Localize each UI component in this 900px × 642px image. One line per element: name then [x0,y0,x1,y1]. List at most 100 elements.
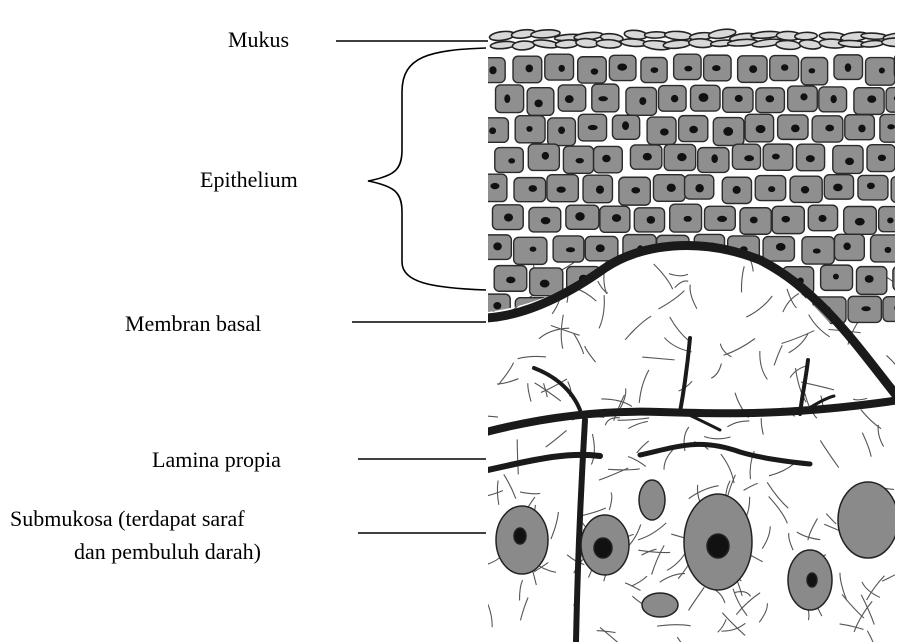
fiber [762,526,770,548]
cell-nucleus [591,68,598,74]
submucosa-nucleus [707,534,729,558]
submucosa-nucleus [807,573,817,587]
fiber [840,624,864,630]
cell-nucleus [845,63,852,72]
fiber [638,550,670,552]
fiber [535,383,561,401]
fiber [670,317,689,341]
cell-nucleus [602,155,610,163]
cell-nucleus [867,183,875,190]
cell-nucleus [806,155,815,162]
submucosa-cell [642,593,678,617]
cell-nucleus [684,66,692,72]
cell-nucleus [647,216,655,224]
fiber [628,457,646,467]
cell-nucleus [825,125,834,132]
fiber [690,285,697,309]
cell-nucleus [833,274,839,280]
epithelium-brace [368,48,486,290]
cell-nucleus [887,124,895,129]
submucosa-cell [838,482,898,558]
mucus-strand [861,40,884,48]
cell-nucleus [651,67,659,73]
cell-nucleus [684,216,692,222]
cell-nucleus [735,95,743,102]
fiber [669,274,688,276]
cell-nucleus [508,158,515,163]
cell-nucleus [534,100,542,108]
cell-nucleus [637,307,643,314]
submucosa-nucleus [514,528,526,544]
cell-nucleus [540,280,550,288]
cell-nucleus [541,217,551,224]
cell-nucleus [489,127,496,134]
fiber [469,415,498,417]
submucosa-nucleus [594,538,612,558]
cell-nucleus [695,184,704,192]
fiber [625,316,651,340]
epithelial-cell [894,54,900,79]
fiber [591,434,594,464]
cell-nucleus [723,127,733,136]
mucus-strand [795,32,818,40]
submucosa-cell [639,480,665,520]
cell-nucleus [791,124,800,132]
epithelial-cell [886,88,900,113]
cell-nucleus [800,93,807,100]
fiber [574,334,584,354]
cell-nucleus [557,186,566,192]
fiber [517,439,518,474]
cell-nucleus [879,67,885,73]
cell-nucleus [819,215,827,222]
fiber [600,627,627,642]
cell-nucleus [606,305,615,313]
fiber [882,566,900,581]
cell-nucleus [639,97,646,105]
fiber [711,364,721,379]
cell-nucleus [749,65,757,73]
fiber [853,398,867,399]
fiber [782,331,815,344]
epithelial-cell [514,237,547,264]
cell-nucleus [894,305,900,312]
fiber [551,512,558,539]
cell-nucleus [493,242,501,250]
cell-nucleus [733,186,741,194]
fiber [697,485,699,501]
cell-nucleus [809,68,816,73]
cell-nucleus [576,158,584,163]
fiber [658,291,684,309]
mucus-strand [596,39,621,48]
fiber [605,418,620,426]
cell-nucleus [493,302,501,310]
fiber [520,598,528,621]
fiber [518,356,546,358]
fiber [722,613,745,636]
cell-nucleus [504,94,510,103]
cell-nucleus [558,65,564,72]
cell-nucleus [772,154,780,160]
cell-nucleus [671,95,678,102]
fiber [741,266,744,292]
cell-nucleus [885,247,892,253]
cell-nucleus [776,243,786,251]
cell-nucleus [677,153,686,161]
cell-nucleus [845,158,854,165]
fiber [769,463,795,476]
mucus-strand [664,31,692,41]
cell-nucleus [744,155,754,161]
cell-nucleus [766,95,775,102]
cell-nucleus [526,126,532,132]
cell-nucleus [861,306,870,311]
fiber [617,418,649,420]
submucosa-cells [496,480,898,617]
fiber [628,422,647,429]
cell-nucleus [801,186,809,194]
fiber [677,637,694,642]
mucus-strand [663,39,691,49]
fiber [675,281,688,288]
mucus-strand [512,40,535,50]
cell-nucleus [711,154,718,163]
fiber [704,436,730,438]
cell-nucleus [756,125,766,133]
